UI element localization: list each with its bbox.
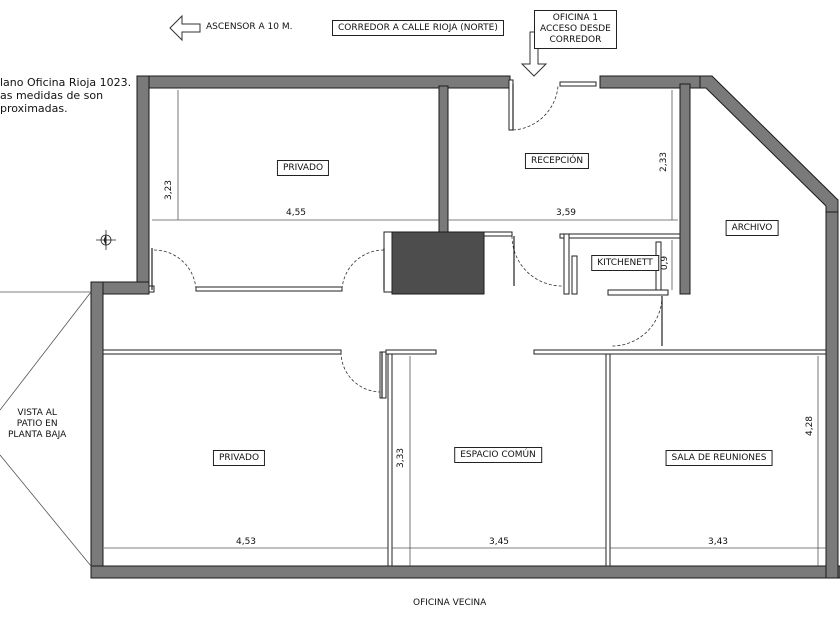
- door-swing-access: [512, 85, 559, 131]
- room-label-recepcion: RECEPCIÓN: [524, 153, 590, 169]
- partition-top-row-b: [383, 231, 393, 293]
- wall-privado-partition: [438, 85, 449, 233]
- partition-wall-espacio-left: [387, 353, 393, 567]
- dimension-359: 3,59: [555, 208, 577, 218]
- partition-top-row-c: [483, 231, 513, 237]
- wall-left-lower: [90, 281, 104, 579]
- column: [391, 231, 485, 295]
- wall-top-left: [136, 75, 511, 89]
- wall-right: [825, 199, 839, 579]
- dimension-343: 3,43: [707, 537, 729, 547]
- room-label-archivo: ARCHIVO: [725, 220, 779, 236]
- door-swing-column-left: [341, 249, 385, 291]
- partition-kitchen-bottom: [607, 289, 669, 296]
- door-frame-access-right: [559, 81, 597, 87]
- dimension-lines: [104, 90, 826, 566]
- room-label-espacio-comun: ESPACIO COMÚN: [454, 447, 542, 463]
- partition-bottom-row-c: [385, 349, 437, 355]
- partition-bottom-row-d: [533, 349, 827, 355]
- plan-note: lano Oficina Rioja 1023. as medidas de s…: [0, 76, 132, 115]
- door-leaves: [151, 84, 663, 398]
- partition-bottom-row-b: [379, 351, 387, 399]
- patio-diag-top: [0, 291, 92, 411]
- dimension-428: 4,28: [805, 415, 815, 437]
- dimension-453: 4,53: [235, 537, 257, 547]
- partition-wall-espacio-right: [605, 353, 611, 567]
- door-swing-privado-bottom: [340, 351, 381, 393]
- wall-bottom: [90, 565, 840, 579]
- door-swing-privado-top: [153, 249, 197, 291]
- dimension-345: 3,45: [488, 537, 510, 547]
- dimension-09: 0,9: [660, 255, 670, 271]
- north-symbol-icon: [96, 230, 116, 250]
- wall-archivo-partition: [679, 83, 691, 295]
- room-label-sala-reuniones: SALA DE REUNIONES: [665, 450, 773, 466]
- exterior-walls: [90, 75, 840, 579]
- footer-label: OFICINA VECINA: [413, 598, 487, 608]
- arrow-left-icon: [169, 14, 201, 42]
- interior-partitions: [102, 79, 827, 567]
- dimension-323: 3,23: [164, 179, 174, 201]
- patio-diag-bottom: [0, 454, 92, 567]
- dimension-455: 4,55: [285, 208, 307, 218]
- partition-kitchen-inner: [571, 255, 578, 295]
- door-swing-kitchen: [611, 295, 663, 347]
- partition-kitchen-left: [563, 233, 570, 295]
- door-swing-recepcion: [511, 235, 563, 287]
- wall-top-right: [599, 75, 713, 89]
- room-label-privado-bottom: PRIVADO: [212, 450, 266, 466]
- dimension-333: 3,33: [396, 447, 406, 469]
- wall-left-upper: [136, 75, 150, 287]
- dimension-233: 2,33: [659, 151, 669, 173]
- corridor-label: CORREDOR A CALLE RIOJA (NORTE): [332, 20, 504, 36]
- partition-top-row-a: [195, 286, 343, 292]
- door-swings: [153, 85, 663, 393]
- wall-diagonal: [699, 75, 839, 213]
- partition-kitchen-top: [559, 233, 681, 239]
- access-label: OFICINA 1 ACCESO DESDE CORREDOR: [534, 10, 617, 49]
- partition-bottom-row-a: [102, 349, 342, 355]
- patio-lines: [0, 291, 92, 567]
- elevator-label: ASCENSOR A 10 M.: [206, 22, 293, 32]
- patio-note: VISTA AL PATIO EN PLANTA BAJA: [8, 408, 67, 440]
- room-label-privado-top: PRIVADO: [276, 160, 330, 176]
- room-label-kitchenett: KITCHENETT: [591, 255, 659, 271]
